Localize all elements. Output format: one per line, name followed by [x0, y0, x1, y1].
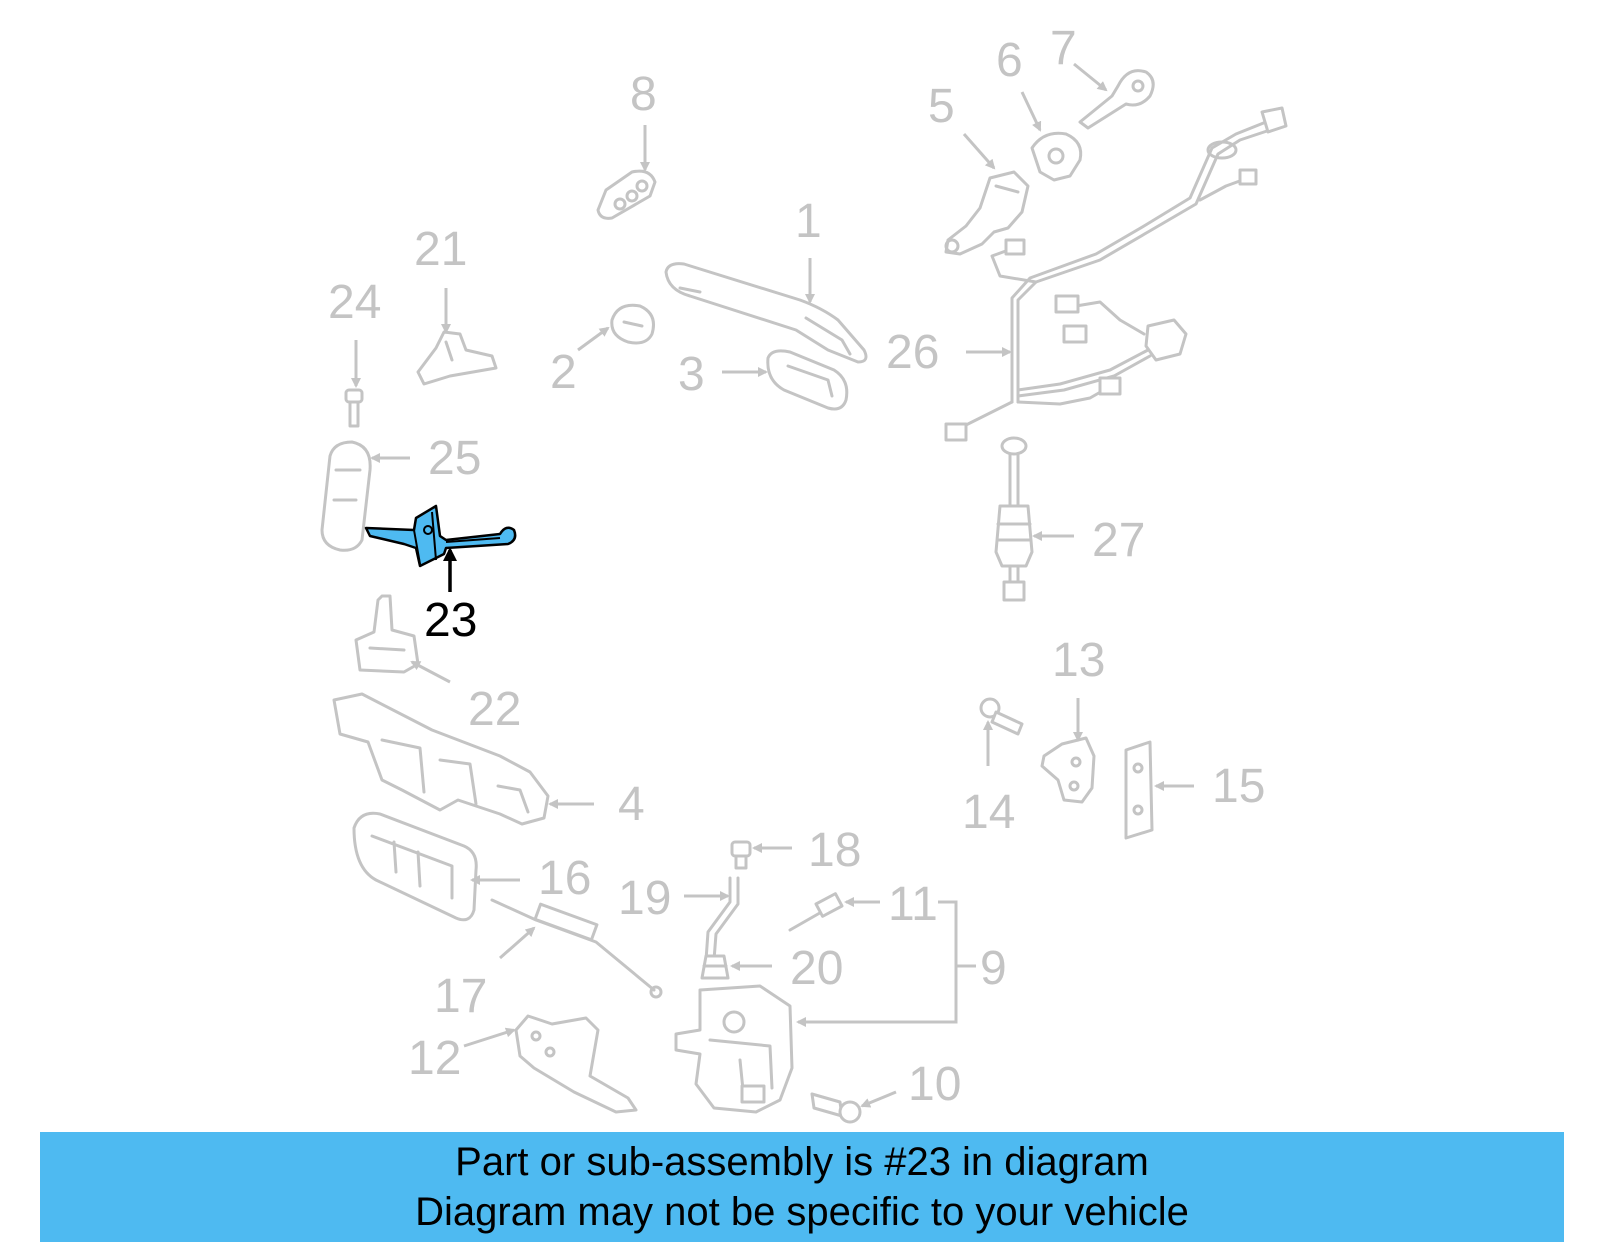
part-4-lock-carrier[interactable]	[332, 692, 550, 826]
part-1-exterior-handle[interactable]	[664, 262, 868, 364]
arrow-12	[463, 1027, 516, 1048]
label-12[interactable]: 12	[408, 1032, 461, 1085]
label-1[interactable]: 1	[795, 195, 822, 248]
part-8-keypad[interactable]	[596, 169, 657, 220]
arrow-10	[860, 1090, 897, 1108]
label-19[interactable]: 19	[618, 872, 671, 925]
label-4[interactable]: 4	[618, 778, 645, 831]
part-2-trim-cap[interactable]	[610, 303, 655, 345]
label-13[interactable]: 13	[1052, 634, 1105, 687]
arrow-5	[962, 133, 996, 170]
part-14-bolt[interactable]	[979, 697, 1024, 736]
label-23[interactable]: 23	[424, 594, 477, 647]
arrow-2	[577, 326, 610, 352]
part-27-harness-sleeve[interactable]	[994, 436, 1034, 602]
label-17[interactable]: 17	[434, 970, 487, 1023]
label-26[interactable]: 26	[886, 326, 939, 379]
part-24-bolt[interactable]	[344, 388, 364, 428]
part-21-bracket[interactable]	[416, 330, 498, 386]
part-19-rod[interactable]	[704, 876, 740, 962]
part-17-cable[interactable]	[490, 898, 663, 999]
info-banner: Part or sub-assembly is #23 in diagram D…	[40, 1132, 1564, 1242]
label-27[interactable]: 27	[1092, 514, 1145, 567]
label-16[interactable]: 16	[538, 852, 591, 905]
part-10-screw[interactable]	[810, 1092, 862, 1124]
label-18[interactable]: 18	[808, 824, 861, 877]
label-7[interactable]: 7	[1050, 22, 1077, 75]
label-11[interactable]: 11	[888, 878, 938, 931]
bracket-9	[796, 900, 958, 1027]
label-14[interactable]: 14	[962, 786, 1015, 839]
part-6-key-cap[interactable]	[1030, 131, 1083, 182]
label-3[interactable]: 3	[678, 348, 705, 401]
part-26-wiring-harness[interactable]	[944, 106, 1288, 442]
part-5-lock-cylinder[interactable]	[944, 170, 1030, 256]
label-8[interactable]: 8	[630, 68, 657, 121]
part-15-shim-plate[interactable]	[1124, 740, 1154, 840]
part-3-handle-bezel[interactable]	[766, 349, 849, 411]
label-6[interactable]: 6	[996, 34, 1023, 87]
part-25-cover[interactable]	[320, 440, 372, 552]
part-23-door-check-highlighted[interactable]	[364, 504, 517, 568]
banner-line-disclaimer: Diagram may not be specific to your vehi…	[415, 1190, 1189, 1234]
label-9[interactable]: 9	[980, 942, 1007, 995]
part-9-door-lock-latch[interactable]	[674, 984, 794, 1114]
label-20[interactable]: 20	[790, 942, 843, 995]
arrow-22	[410, 660, 451, 684]
part-13-striker-plate[interactable]	[1040, 736, 1096, 804]
part-7-key[interactable]	[1078, 69, 1155, 130]
part-20-grommet[interactable]	[700, 954, 730, 980]
arrow-17	[499, 926, 536, 960]
label-10[interactable]: 10	[908, 1058, 961, 1111]
part-22-hinge-bracket[interactable]	[354, 594, 420, 674]
label-5[interactable]: 5	[928, 80, 955, 133]
part-12-support-plate[interactable]	[514, 1014, 638, 1114]
arrow-7	[1073, 62, 1108, 92]
part-11-pin[interactable]	[788, 892, 844, 932]
banner-line-part-number: Part or sub-assembly is #23 in diagram	[455, 1140, 1149, 1184]
label-2[interactable]: 2	[550, 346, 577, 399]
part-16-interior-handle[interactable]	[352, 811, 478, 922]
label-22[interactable]: 22	[468, 683, 521, 736]
label-25[interactable]: 25	[428, 432, 481, 485]
label-21[interactable]: 21	[414, 223, 467, 276]
part-18-screw[interactable]	[730, 840, 752, 870]
label-15[interactable]: 15	[1212, 760, 1265, 813]
arrow-6	[1020, 91, 1042, 132]
label-24[interactable]: 24	[328, 276, 381, 329]
